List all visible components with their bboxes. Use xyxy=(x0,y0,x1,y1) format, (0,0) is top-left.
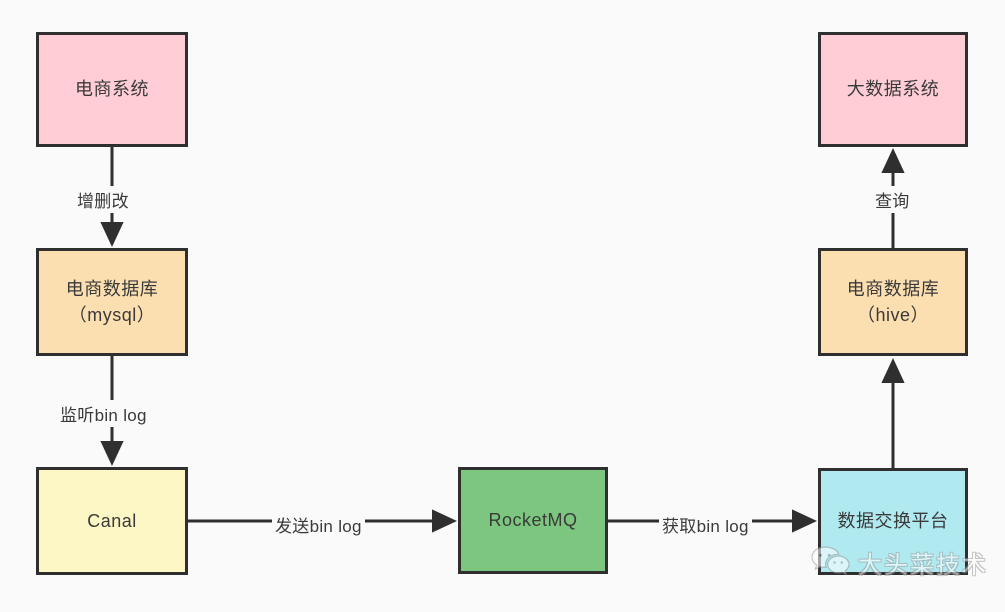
watermark: 大头菜技术 xyxy=(810,544,988,581)
node-label: Canal xyxy=(87,510,137,531)
node-label: RocketMQ xyxy=(488,510,578,531)
node-label: 电商数据库 （hive） xyxy=(846,278,940,325)
node-label: 电商数据库 （mysql） xyxy=(65,278,159,325)
node-bigdata-system[interactable]: 大数据系统 xyxy=(818,32,968,147)
node-ecommerce-db-hive[interactable]: 电商数据库 （hive） xyxy=(818,248,968,356)
node-ecommerce-db-mysql[interactable]: 电商数据库 （mysql） xyxy=(36,248,188,356)
watermark-text: 大头菜技术 xyxy=(858,552,988,579)
edge-label-get-binlog: 获取bin log xyxy=(659,511,752,538)
edge-label-send-binlog: 发送bin log xyxy=(272,511,365,538)
wechat-icon xyxy=(810,544,850,581)
edge-label-crud: 增删改 xyxy=(74,186,132,213)
node-ecommerce-system[interactable]: 电商系统 xyxy=(36,32,188,147)
node-rocketmq[interactable]: RocketMQ xyxy=(458,467,608,574)
node-label: 数据交换平台 xyxy=(837,511,949,532)
node-label: 大数据系统 xyxy=(846,79,940,100)
node-canal[interactable]: Canal xyxy=(36,467,188,575)
node-label: 电商系统 xyxy=(75,79,149,100)
edge-label-query: 查询 xyxy=(872,186,913,213)
edge-label-listen-binlog: 监听bin log xyxy=(57,400,150,427)
